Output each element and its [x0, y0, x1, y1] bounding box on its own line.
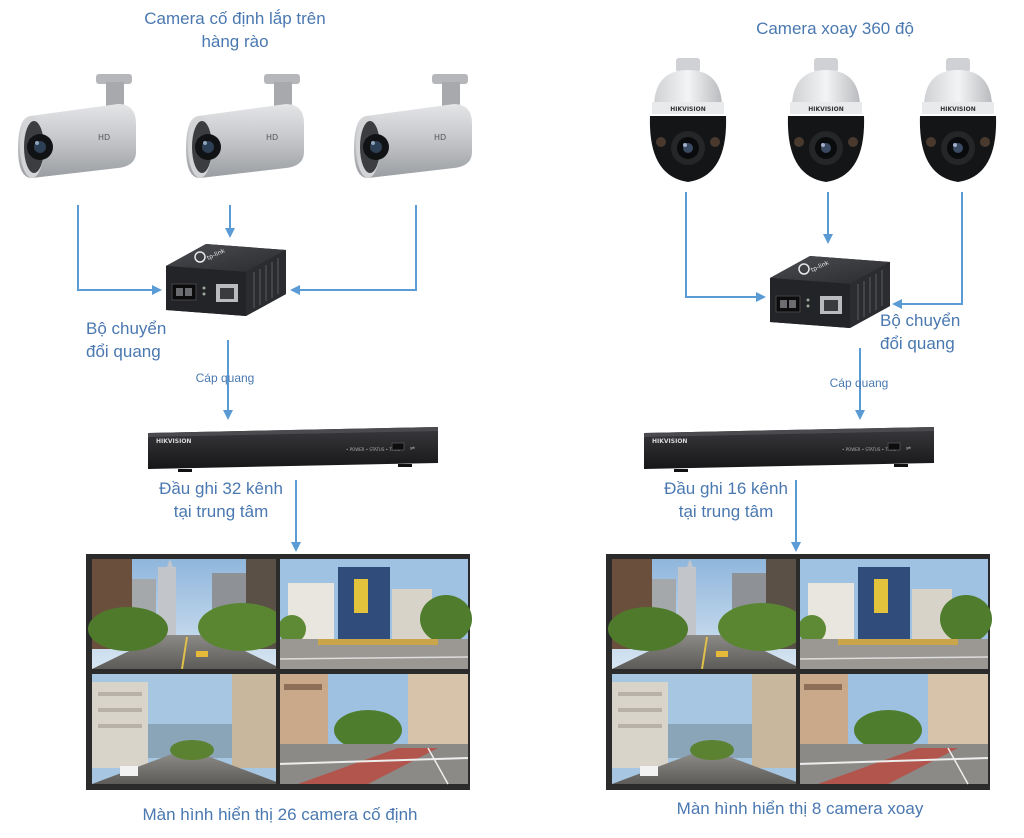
- bullet-camera-icon: [354, 74, 472, 178]
- connector-arrows-right: [685, 192, 963, 552]
- left-monitor-caption: Màn hình hiển thị 26 camera cố định: [142, 805, 418, 824]
- right-recorder-label: Đầu ghi 16 kênh tại trung tâm: [664, 479, 788, 521]
- monitor-icon: [86, 554, 473, 790]
- left-converter-label: Bộ chuyển đổi quang: [86, 319, 167, 361]
- ptz-camera-icon: [919, 58, 997, 182]
- bullet-camera-icon: [186, 74, 304, 178]
- ptz-camera-icon: [649, 58, 727, 182]
- media-converter-icon: [769, 255, 891, 329]
- ptz-camera-icon: [787, 58, 865, 182]
- monitor-icon: [606, 554, 993, 790]
- nvr-recorder-icon: [643, 426, 935, 473]
- media-converter-icon: [165, 243, 287, 317]
- connector-arrows-left: [77, 205, 417, 552]
- right-monitor-caption: Màn hình hiển thị 8 camera xoay: [676, 799, 924, 818]
- right-converter-label: Bộ chuyển đổi quang: [880, 311, 961, 353]
- right-cable-label: Cáp quang: [829, 376, 889, 390]
- bullet-camera-icon: [18, 74, 136, 178]
- left-recorder-label: Đầu ghi 32 kênh tại trung tâm: [159, 479, 283, 521]
- right-camera-title: Camera xoay 360 độ: [756, 19, 914, 38]
- nvr-recorder-icon: [147, 426, 439, 473]
- left-cable-label: Cáp quang: [195, 371, 255, 385]
- left-camera-title: Camera cố định lắp trên hàng rào: [144, 9, 326, 51]
